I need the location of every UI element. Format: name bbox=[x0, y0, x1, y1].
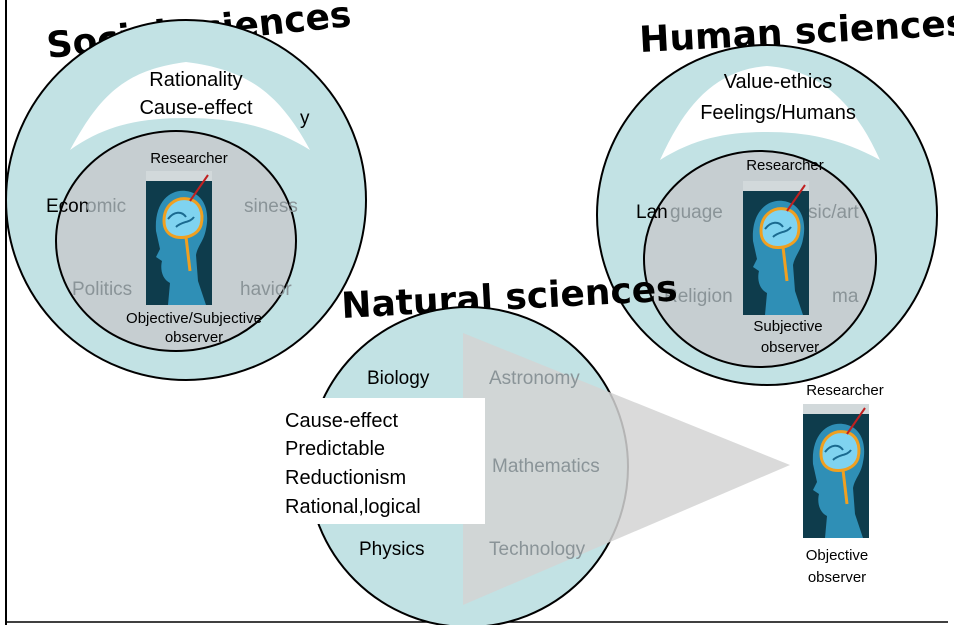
human-top-line-1: Value-ethics bbox=[724, 71, 833, 93]
natural-right-item-mathematics: Mathematics bbox=[492, 456, 600, 477]
observer-line-2: observer bbox=[808, 569, 866, 586]
human-left-word-faded: guage bbox=[670, 202, 723, 223]
social-hidden-fragment: y bbox=[300, 108, 310, 129]
social-researcher-label: Researcher bbox=[150, 150, 228, 167]
brain-head-icon bbox=[146, 170, 212, 306]
natural-box-line-2: Predictable bbox=[285, 438, 385, 460]
brain-head-icon bbox=[743, 180, 809, 316]
natural-right-item-technology: Technology bbox=[489, 539, 586, 560]
natural-left-item-biology: Biology bbox=[367, 368, 430, 389]
social-top-line-1: Rationality bbox=[149, 69, 242, 91]
human-left-word: Lan bbox=[636, 202, 668, 223]
observer-line-1: Objective bbox=[806, 547, 869, 564]
human-bottom-right-faded: ma bbox=[832, 286, 859, 307]
social-sciences-group: Social sciences Rationality Cause-effect… bbox=[5, 0, 367, 381]
social-bottom-right-faded: havior bbox=[240, 279, 292, 300]
human-right-word-faded: sic/art bbox=[808, 202, 859, 223]
social-observer-line-2: observer bbox=[165, 329, 223, 346]
natural-box-line-4: Rational,logical bbox=[285, 496, 421, 518]
objective-observer-group: Researcher Objective observer bbox=[803, 382, 884, 586]
social-top-line-2: Cause-effect bbox=[139, 97, 252, 119]
observation-beam bbox=[463, 333, 790, 605]
natural-box-line-1: Cause-effect bbox=[285, 410, 398, 432]
social-top-arc bbox=[70, 62, 310, 150]
human-sciences-group: Human sciences Value-ethics Feelings/Hum… bbox=[596, 3, 954, 386]
human-bottom-left-faded: Religion bbox=[664, 286, 733, 307]
natural-right-item-astronomy: Astronomy bbox=[489, 368, 580, 389]
human-researcher-label: Researcher bbox=[746, 157, 824, 174]
social-bottom-left-faded: Politics bbox=[72, 279, 132, 300]
social-left-word-faded: omic bbox=[86, 196, 126, 217]
natural-box-line-3: Reductionism bbox=[285, 467, 406, 489]
social-observer-line-1: Objective/Subjective bbox=[126, 310, 262, 327]
human-observer-line-1: Subjective bbox=[753, 318, 822, 335]
social-left-word: Econ bbox=[46, 196, 89, 217]
natural-left-item-physics: Physics bbox=[359, 539, 424, 560]
natural-property-box bbox=[278, 398, 485, 524]
human-top-arc bbox=[660, 66, 880, 160]
social-right-word-faded: siness bbox=[244, 196, 298, 217]
human-top-line-2: Feelings/Humans bbox=[700, 102, 856, 124]
observer-researcher-label: Researcher bbox=[806, 382, 884, 399]
human-observer-line-2: observer bbox=[761, 339, 819, 356]
brain-head-icon bbox=[803, 403, 869, 539]
